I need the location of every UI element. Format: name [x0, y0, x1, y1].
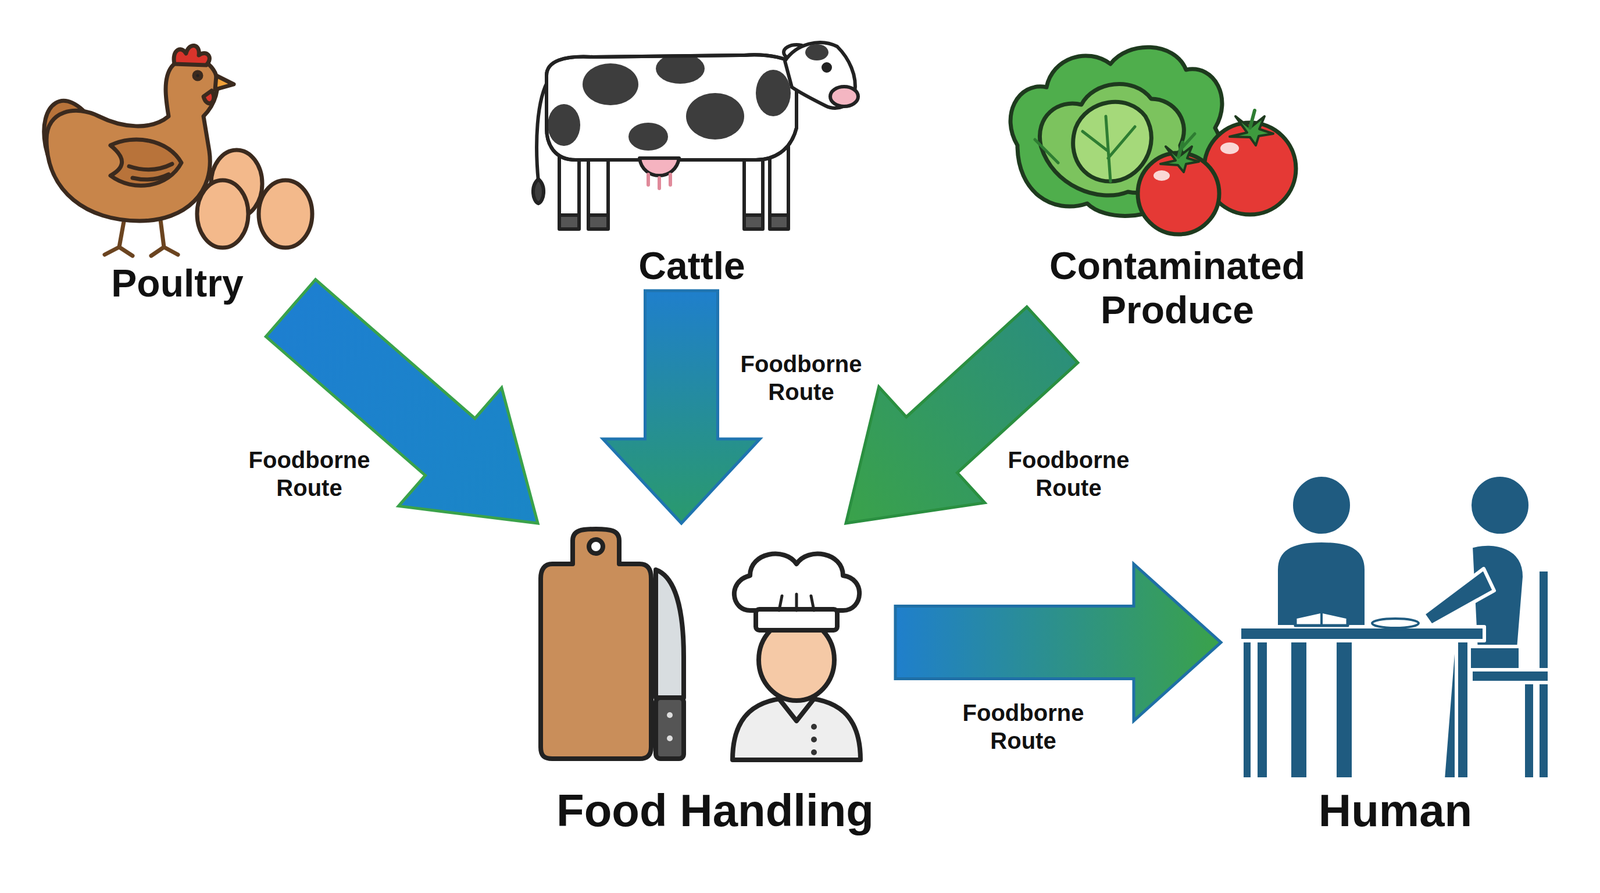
icon-shape [805, 44, 829, 61]
icon-shape [534, 523, 896, 785]
icon-shape [546, 54, 797, 160]
icon-shape [533, 42, 859, 230]
edge-label: Foodborne Route [947, 698, 1099, 755]
icon-shape [686, 93, 745, 140]
icon-shape [129, 163, 173, 180]
icon-shape [655, 697, 684, 759]
icon-shape [1469, 475, 1531, 536]
edge-label: Foodborne Route [993, 445, 1145, 502]
icon-shape [648, 174, 671, 189]
node-icon [29, 29, 326, 262]
icon-shape [540, 529, 861, 760]
icon-shape [732, 697, 861, 760]
icon-shape [732, 554, 861, 760]
icon-shape [1073, 101, 1152, 182]
produce-node: Contaminated Produce [1000, 29, 1355, 335]
node-icon [1220, 470, 1570, 785]
icon-shape [755, 609, 838, 631]
human-node: Human [1220, 470, 1570, 840]
edge-label: Foodborne Route [725, 350, 877, 406]
icon-shape [203, 90, 214, 104]
icon-shape [1291, 475, 1352, 536]
node-label: Poultry [29, 261, 326, 309]
icon-shape [811, 736, 817, 743]
icon-shape [666, 735, 673, 742]
icon-shape [547, 104, 581, 146]
icon-shape [588, 539, 603, 554]
icon-shape [830, 86, 859, 107]
icon-shape [1255, 640, 1269, 780]
icon-shape [215, 75, 234, 90]
icon-shape [1320, 612, 1323, 626]
icon-shape [1241, 639, 1253, 780]
icon-shape [811, 723, 817, 730]
icon-shape [823, 63, 831, 71]
icon-shape [582, 63, 639, 106]
icon-shape [1039, 84, 1184, 196]
icon-shape [734, 554, 860, 611]
icon-shape [1443, 646, 1521, 780]
icon-shape [1178, 110, 1255, 157]
icon-shape [1523, 682, 1535, 780]
node-icon [1000, 29, 1355, 245]
icon-shape [1456, 640, 1470, 780]
icon-shape [1239, 475, 1550, 780]
node-icon [534, 523, 896, 785]
icon-shape [29, 29, 326, 262]
icon-shape [1000, 29, 1355, 245]
icon-shape [588, 215, 609, 230]
food-handling-node: Food Handling [534, 523, 896, 840]
icon-shape [628, 122, 669, 151]
node-label: Food Handling [534, 784, 896, 840]
icon-shape [744, 215, 763, 230]
icon-shape [110, 139, 182, 186]
icon-shape [540, 529, 652, 759]
icon-shape [1470, 669, 1550, 683]
icon-shape [1220, 470, 1570, 785]
icon-shape [1220, 142, 1239, 155]
icon-shape [655, 53, 705, 84]
icon-shape [1239, 626, 1485, 641]
icon-shape [1153, 170, 1170, 181]
icon-shape [523, 29, 861, 245]
icon-shape [1289, 640, 1309, 780]
icon-shape [44, 45, 313, 256]
edge-label: Foodborne Route [233, 445, 385, 502]
icon-shape [194, 72, 202, 80]
icon-shape [1010, 47, 1296, 235]
icon-shape [46, 57, 218, 221]
block-arrow [895, 563, 1221, 721]
icon-shape [258, 180, 313, 248]
icon-shape [559, 215, 580, 230]
block-arrow [602, 290, 760, 524]
icon-shape [547, 53, 791, 151]
icon-shape [1423, 568, 1495, 626]
icon-shape [755, 69, 791, 117]
icon-shape [1295, 611, 1348, 626]
node-icon [523, 29, 861, 245]
icon-shape [779, 594, 814, 611]
icon-shape [769, 215, 789, 230]
poultry-node: Poultry [29, 29, 326, 309]
icon-shape [1276, 540, 1367, 631]
icon-shape [811, 749, 817, 756]
icon-shape [1372, 618, 1419, 628]
icon-shape [639, 158, 680, 176]
icon-shape [533, 179, 544, 204]
node-label: Human [1220, 784, 1570, 840]
icon-shape [197, 180, 249, 248]
cattle-node: Cattle [523, 29, 861, 291]
icon-shape [1334, 640, 1354, 780]
node-label: Cattle [523, 244, 861, 291]
icon-shape [655, 569, 684, 698]
icon-shape [173, 45, 210, 66]
icon-shape [666, 712, 673, 719]
node-label: Contaminated Produce [1000, 244, 1355, 335]
